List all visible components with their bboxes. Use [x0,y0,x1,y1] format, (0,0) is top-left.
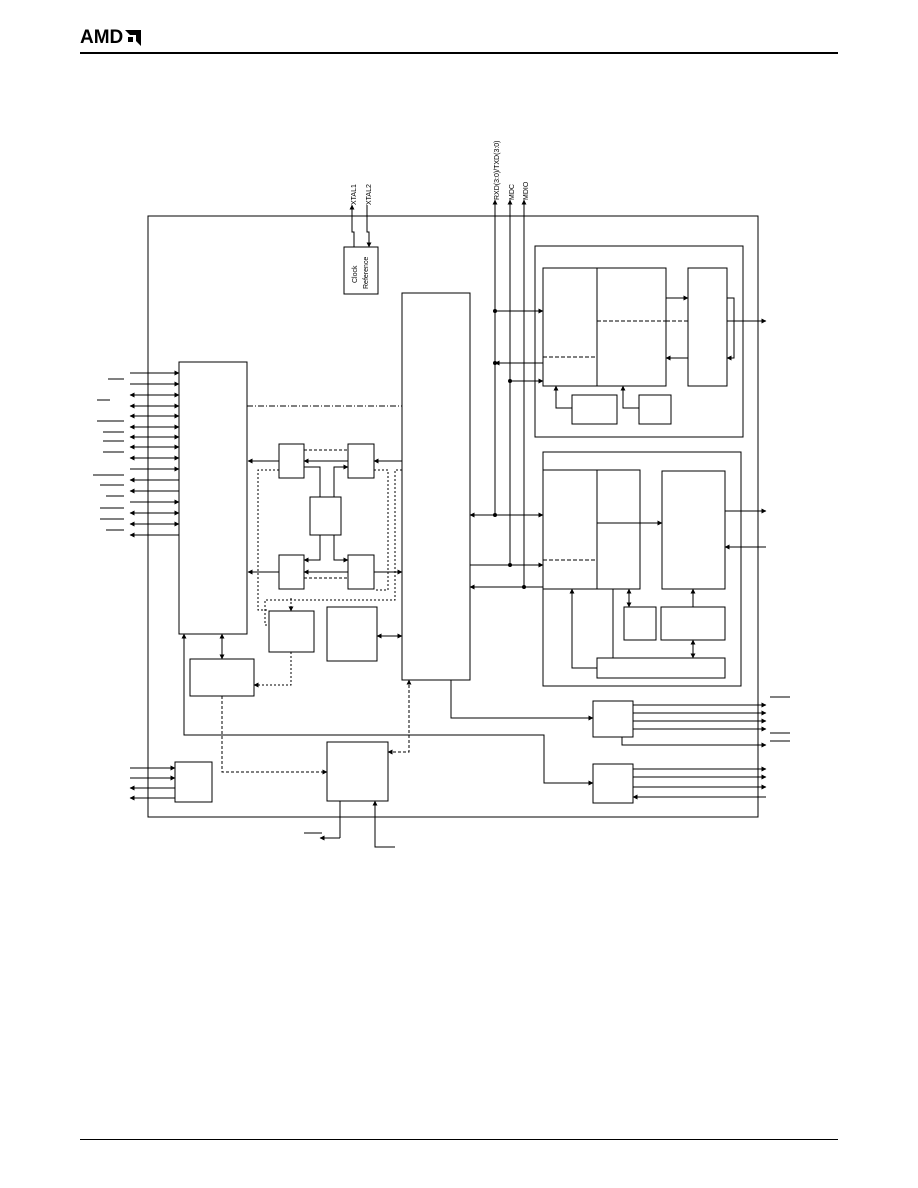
fifo-block-1 [278,443,305,479]
lower-mac-block [542,469,641,590]
upper-transceiver-subsystem [534,245,744,438]
lower-transceiver-subsystem [542,451,742,687]
lower-center-block [326,741,389,802]
lower-phy-block [661,470,726,590]
xtal2-label: XTAL2 [366,184,373,205]
clock-reference-block [343,246,379,295]
control-block [309,496,342,536]
upper-mac-block [542,267,667,387]
fifo-block-4 [347,554,375,590]
fifo-block-2 [347,443,375,479]
lower-sub-block-2 [660,606,726,641]
mid-block-a [268,610,315,653]
mdio-label: MDIO [523,181,530,200]
small-io-block [174,761,213,803]
xtal1-label: XTAL1 [351,184,358,205]
upper-sub-block-1 [571,394,618,425]
clock-reference-label-1: Clock [352,265,359,283]
lower-sub-block-1 [623,606,657,641]
central-bus-block [401,292,471,681]
footer-rule [80,1139,838,1140]
host-interface-block [178,361,248,635]
lower-sub-block-3 [596,657,726,679]
clock-reference-label-2: Reference [363,257,370,289]
mid-block-b [326,606,378,662]
rxd-txd-label: RXD(3:0)/TXD(3:0) [494,140,501,200]
chip-boundary [147,215,759,818]
amd-logo: AMD [80,28,142,48]
amd-arrow-logo-icon [125,30,142,46]
output-block-2 [592,763,634,804]
upper-sub-block-2 [638,394,672,425]
logo-text: AMD [80,27,124,48]
output-block-1 [592,700,634,738]
fifo-block-3 [278,554,305,590]
upper-phy-block [687,267,728,387]
lower-left-block [189,658,255,697]
header-rule [80,52,838,54]
mdc-label: MDC [509,184,516,200]
